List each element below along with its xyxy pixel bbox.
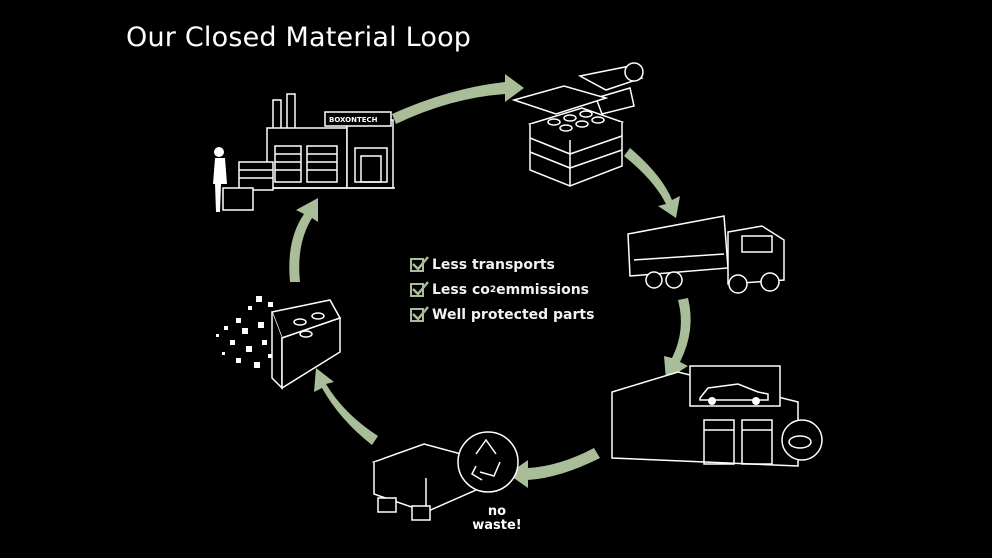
arrow-warehouse-to-recycle: [508, 448, 600, 488]
benefit-text: Less transports: [432, 256, 555, 273]
production-illustration: [511, 62, 644, 187]
checkbox-checked-icon: [410, 305, 429, 322]
recycle-caption: no waste!: [472, 504, 522, 533]
factory-illustration: BOXONTECH: [213, 93, 395, 212]
benefit-text-sub: 2: [489, 284, 497, 295]
truck-illustration: [627, 215, 785, 294]
arrow-production-to-truck: [624, 148, 680, 218]
arrow-truck-to-warehouse: [664, 298, 691, 380]
benefit-less-transports: Less transports: [410, 252, 594, 277]
benefit-text: Well protected parts: [432, 306, 595, 323]
arrow-recycle-to-shredding: [314, 368, 378, 445]
factory-logo: BOXONTECH: [329, 116, 378, 124]
benefit-well-protected-parts: Well protected parts: [410, 302, 594, 327]
shredding-illustration: [216, 296, 342, 390]
slide-title: Our Closed Material Loop: [126, 22, 472, 53]
benefit-text-pre: Less co: [432, 281, 490, 298]
recycle-illustration: [371, 431, 519, 521]
checkbox-checked-icon: [410, 280, 429, 297]
arrow-shredding-to-factory: [289, 198, 318, 282]
warehouse-illustration: [611, 365, 823, 467]
checkbox-checked-icon: [410, 255, 429, 272]
arrow-factory-to-production: [392, 74, 524, 124]
benefit-text-post: emmissions: [496, 281, 589, 298]
